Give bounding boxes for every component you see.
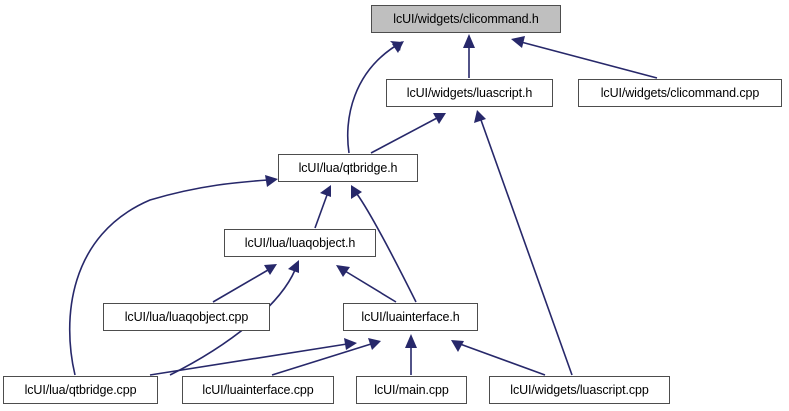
node-label: lcUI/lua/qtbridge.h [298, 160, 398, 175]
edge-qtbridge-h-to-luascript-h [370, 113, 446, 154]
node-qtbridge-cpp[interactable]: lcUI/lua/qtbridge.cpp [3, 376, 158, 404]
node-label: lcUI/widgets/clicommand.cpp [600, 85, 760, 100]
edge-luainterface-h-to-luaqobject-h [336, 265, 397, 303]
node-main-cpp[interactable]: lcUI/main.cpp [356, 376, 467, 404]
edge-qtbridge-h-to-clicommand-h [346, 41, 404, 154]
node-label: lcUI/widgets/luascript.h [406, 85, 533, 100]
edge-luaqobject-cpp-to-luaqobject-h [212, 264, 277, 303]
node-luainterface-h[interactable]: lcUI/luainterface.h [343, 303, 478, 331]
edge-luascript-cpp-to-luascript-h [474, 110, 573, 376]
node-label: lcUI/lua/qtbridge.cpp [24, 382, 137, 397]
edge-luascript-h-to-clicommand-h [463, 34, 475, 78]
node-luaqobject-h[interactable]: lcUI/lua/luaqobject.h [224, 229, 376, 257]
node-qtbridge-h[interactable]: lcUI/lua/qtbridge.h [278, 154, 418, 182]
node-label: lcUI/main.cpp [374, 382, 449, 397]
node-clicommand-cpp[interactable]: lcUI/widgets/clicommand.cpp [578, 79, 782, 107]
edge-clicommand-cpp-to-clicommand-h [511, 36, 658, 79]
node-label: lcUI/lua/luaqobject.cpp [124, 309, 249, 324]
edge-luainterface-cpp-to-luainterface-h [271, 338, 381, 376]
node-luascript-h[interactable]: lcUI/widgets/luascript.h [386, 79, 553, 107]
edge-main-cpp-to-luainterface-h [405, 334, 417, 375]
node-clicommand-h[interactable]: lcUI/widgets/clicommand.h [371, 5, 561, 33]
edge-qtbridge-cpp-to-luainterface-h [149, 338, 357, 376]
node-luaqobject-cpp[interactable]: lcUI/lua/luaqobject.cpp [103, 303, 270, 331]
node-label: lcUI/luainterface.cpp [202, 382, 314, 397]
edge-luaqobject-h-to-qtbridge-h [314, 185, 331, 229]
edge-qtbridge-cpp-to-qtbridge-h [68, 175, 278, 376]
node-label: lcUI/luainterface.h [361, 309, 460, 324]
node-luascript-cpp[interactable]: lcUI/widgets/luascript.cpp [489, 376, 670, 404]
edge-luainterface-h-to-qtbridge-h [351, 185, 417, 303]
edge-luascript-cpp-to-luainterface-h [451, 340, 546, 376]
node-label: lcUI/lua/luaqobject.h [244, 235, 356, 250]
node-label: lcUI/widgets/luascript.cpp [510, 382, 649, 397]
node-label: lcUI/widgets/clicommand.h [393, 11, 539, 26]
node-luainterface-cpp[interactable]: lcUI/luainterface.cpp [182, 376, 334, 404]
